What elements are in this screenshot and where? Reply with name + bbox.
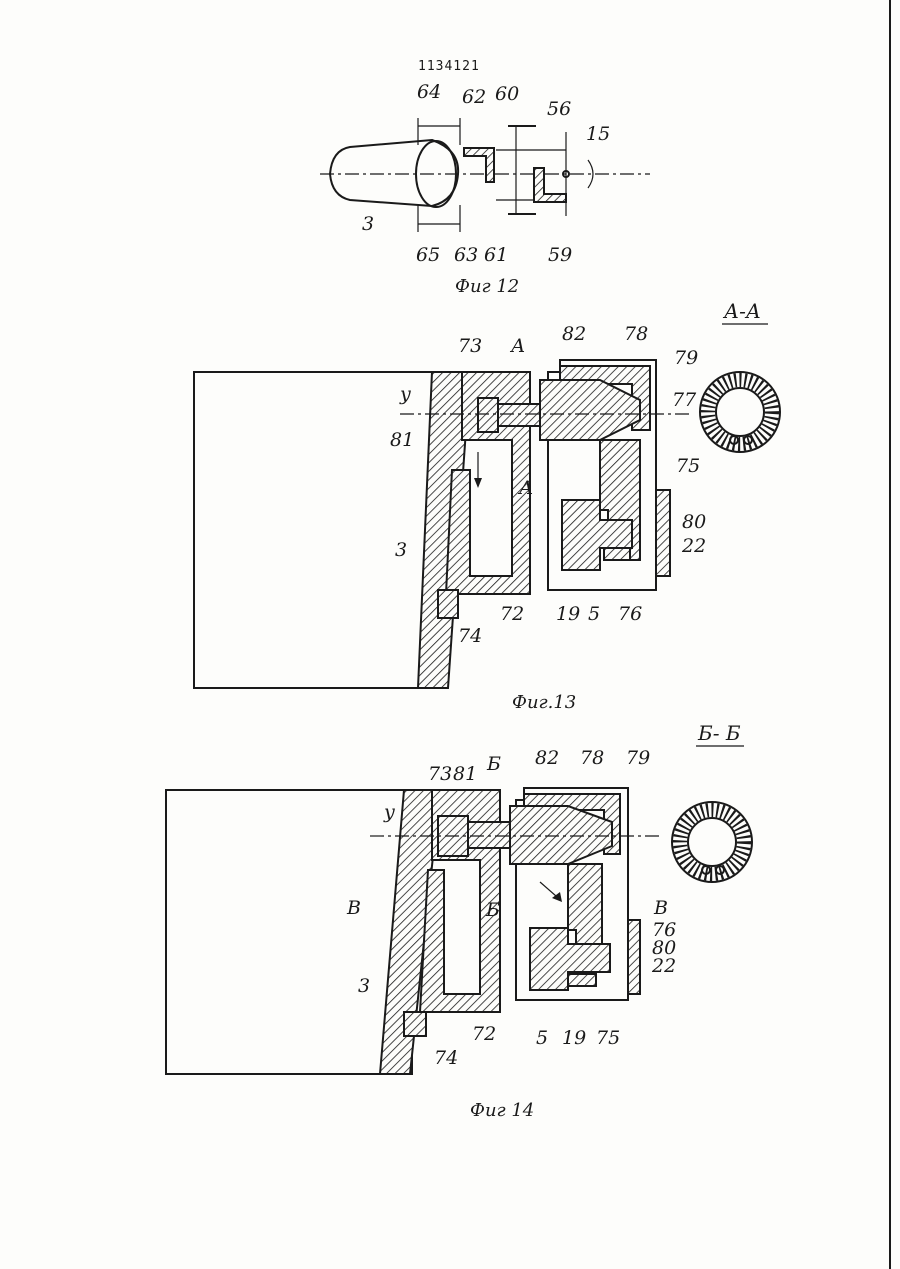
fig14-section-title: Б- Б [697,721,741,745]
fig14-label-78: 78 [580,747,604,769]
fig13-section-inner [716,388,764,436]
fig12-caption: Фиг 12 [455,276,519,297]
fig12-label-59: 59 [548,244,572,266]
fig14-label-75: 75 [596,1027,620,1049]
fig13-plate-80 [656,490,670,576]
fig14-part-75-bar [568,974,596,986]
fig14-label-22: 22 [651,955,676,977]
fig14-label-81: 81 [453,763,477,785]
fig14-label-3: 3 [358,975,370,997]
fig13-caption: Фиг.13 [512,692,576,713]
fig14-label-72: 72 [472,1023,496,1045]
fig13-label-A-top: А [509,335,525,357]
fig14-plate-80 [628,920,640,994]
fig12-cone-roller [330,140,458,206]
fig14-label-B-bottom: Б [485,899,500,921]
fig13-label-74: 74 [458,625,482,647]
fig13-label-79: 79 [674,347,698,369]
fig13-hub-78 [540,380,640,440]
fig13-label-73: 73 [458,335,482,357]
fig12-label-63: 63 [454,244,478,266]
fig14-label-19: 19 [562,1027,586,1049]
fig13-part-76 [604,548,630,560]
fig12-clutch-plate-59 [534,168,566,202]
fig14-section-teeth [680,810,744,874]
fig13-label-80: 80 [682,511,706,533]
fig13-label-3: 3 [395,539,407,561]
fig12-label-15: 15 [586,123,610,145]
fig13-section-title: А-А [722,299,761,323]
fig13-part-74 [438,590,458,618]
fig13-flow-arrow-head [474,478,482,488]
fig12-label-64: 64 [417,81,441,103]
fig13-label-81: 81 [390,429,414,451]
fig14-label-B-top: Б [486,753,501,775]
fig12-label-62: 62 [462,86,486,108]
fig14-label-82: 82 [535,747,559,769]
fig12-label-56: 56 [547,98,571,120]
fig12-label-60: 60 [495,83,519,105]
fig14-flow-arrow [540,882,556,896]
fig14-label-V-left: В [346,897,361,919]
fig13-label-82: 82 [562,323,586,345]
fig13-body [194,372,444,688]
fig14-label-y: у [383,801,395,823]
fig12-label-65: 65 [416,244,440,266]
fig13-label-76: 76 [618,603,642,625]
fig13-label-y: у [399,383,411,405]
patent-number: 1134121 [418,59,480,74]
fig13-section-teeth [708,380,772,444]
fig14-caption: Фиг 14 [470,1100,534,1121]
fig12-label-61: 61 [484,244,508,266]
fig13-label-19: 19 [556,603,580,625]
fig13-label-22: 22 [681,535,706,557]
fig13-label-5: 5 [588,603,600,625]
fig14-label-74: 74 [434,1047,458,1069]
figure-14: Б- Б 73 81 Б 82 78 79 у Б В В 76 80 22 3… [166,721,752,1121]
fig12-clutch-plate-60 [464,148,494,182]
fig12-label-3: 3 [362,213,374,235]
fig13-label-78: 78 [624,323,648,345]
fig14-body [166,790,412,1074]
fig13-label-77: 77 [672,389,697,411]
fig14-label-79: 79 [626,747,650,769]
fig13-label-75: 75 [676,455,700,477]
fig14-label-5: 5 [536,1027,548,1049]
fig13-label-72: 72 [500,603,524,625]
fig14-section-inner [688,818,736,866]
fig14-hub-78 [510,806,612,864]
fig14-part-74 [404,1012,426,1036]
fig14-label-73: 73 [428,763,452,785]
fig13-label-A-bottom: А [517,477,533,499]
figure-12: 64 62 60 56 15 3 65 63 61 59 Фиг 12 [320,81,650,297]
figure-13: А-А 73 А 82 78 79 у 77 81 75 А 80 22 3 7… [194,299,780,713]
fig14-label-V-right: В [653,897,668,919]
